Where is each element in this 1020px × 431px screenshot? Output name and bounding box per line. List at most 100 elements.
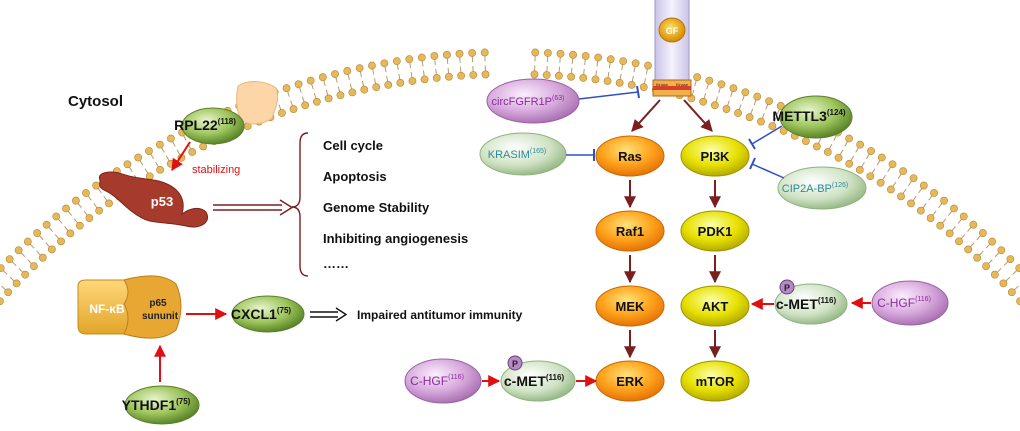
lipid-head: [432, 74, 441, 82]
ras-raf1-node: [595, 210, 665, 252]
lipid-head: [405, 55, 414, 64]
lipid-head: [556, 49, 565, 58]
lipid-head: [619, 57, 628, 66]
lipid-head: [0, 297, 4, 306]
rpl22-label: RPL22(118): [174, 117, 236, 133]
lipid-head: [82, 189, 90, 197]
subunit-label: sununit: [142, 311, 179, 322]
lipid-head: [457, 71, 465, 80]
kinase-left-label: Kinase: [656, 82, 669, 87]
lipid-head: [324, 94, 333, 103]
pi3k-pdk1-node: [680, 210, 750, 252]
lipid-head: [876, 178, 885, 187]
ras-ras-label: Ras: [618, 149, 642, 164]
lipid-head: [543, 49, 552, 57]
phospho-right-icon: [779, 279, 795, 295]
receptor-to-ras-arrow: [631, 99, 661, 132]
lipid-head: [392, 57, 401, 66]
lipid-head: [940, 196, 948, 205]
lipid-head: [355, 64, 364, 73]
growth-factor-receptor: GF Kinase Kinase: [652, 0, 692, 97]
lipid-head: [964, 245, 973, 254]
lipid-head: [66, 229, 75, 238]
mettl3-inhibition: [748, 125, 783, 150]
lipid-head: [801, 137, 810, 145]
cxcl1-label: CXCL1(75): [231, 306, 291, 322]
lipid-head: [856, 140, 865, 149]
lipid-head: [23, 237, 32, 246]
lipid-head: [1007, 288, 1016, 297]
pi3k-mtor-label: mTOR: [696, 374, 735, 389]
cxcl1-outcome-arrow: [310, 307, 348, 322]
lipid-head: [289, 105, 298, 113]
p53-outcome-item: Cell cycle: [323, 138, 383, 153]
lipid-head: [988, 237, 997, 246]
phospho-bottom-icon: [507, 355, 523, 371]
lipid-head: [710, 101, 719, 110]
phospho-bottom-label: P: [512, 359, 518, 369]
lipid-head: [372, 83, 381, 92]
ras-raf1-label: Raf1: [616, 224, 644, 239]
cip2abp-inhibition: [749, 157, 785, 179]
lipid-head: [4, 288, 13, 297]
pi3k-mtor-node: [680, 360, 750, 402]
lipid-head: [469, 71, 478, 79]
lipid-head: [38, 253, 47, 262]
cmet-right-label: c-MET(116): [776, 296, 837, 312]
lipid-head: [973, 253, 982, 262]
cxcl1-node: [231, 295, 305, 333]
lipid-head: [907, 199, 915, 208]
lipid-head: [145, 147, 153, 155]
rpl22-partner-shape: [236, 81, 279, 125]
lipid-head: [30, 262, 38, 270]
stabilizing-label: stabilizing: [192, 164, 240, 176]
lipid-head: [47, 245, 56, 254]
p53-shape: [98, 171, 208, 228]
lipid-head: [1015, 264, 1020, 273]
lipid-head: [693, 73, 702, 82]
p53-label: p53: [151, 194, 173, 209]
lipid-head: [978, 229, 987, 237]
gf-ligand: [658, 17, 686, 43]
p53-outcome-item: Inhibiting angiogenesis: [323, 231, 468, 246]
p53-outcome-item: ……: [323, 256, 349, 271]
p65-label: p65: [149, 298, 167, 309]
lipid-head: [134, 153, 143, 162]
lipid-head: [318, 73, 327, 82]
lipid-head: [123, 160, 132, 169]
pi3k-pdk1-label: PDK1: [698, 224, 733, 239]
lipid-head: [606, 55, 615, 64]
ras-ras-node: [595, 135, 665, 177]
lipid-head: [705, 76, 714, 85]
circfgfr1p-label: circFGFR1P(63): [492, 95, 565, 108]
lipid-head: [757, 117, 765, 126]
lipid-head: [278, 109, 286, 117]
lipid-head: [167, 134, 175, 143]
pi3k-pi3k-node: [680, 135, 750, 177]
lipid-head: [336, 91, 345, 100]
stabilizing-arrow: [171, 141, 191, 172]
lipid-head: [52, 212, 61, 221]
lipid-head: [765, 97, 773, 105]
lipid-head: [959, 212, 968, 221]
lipid-head: [468, 49, 477, 57]
ras-mek-label: MEK: [616, 299, 646, 314]
lipid-head: [306, 76, 315, 85]
lipid-head: [834, 153, 843, 162]
lipid-head: [950, 204, 958, 213]
lipid-head: [615, 78, 624, 87]
krasim-inhibition: [566, 149, 595, 161]
lipid-head: [926, 214, 935, 222]
lipid-head: [567, 72, 576, 81]
chgf-right-node: [871, 280, 949, 326]
lipid-head: [776, 101, 785, 110]
lipid-head: [188, 148, 197, 156]
lipid-head: [301, 101, 310, 110]
ythdf1-node: [124, 385, 200, 425]
mettl3-label: METTL3(124): [772, 108, 845, 124]
lipid-head: [877, 153, 886, 162]
lipid-head: [92, 181, 101, 190]
lipid-head: [542, 71, 551, 79]
